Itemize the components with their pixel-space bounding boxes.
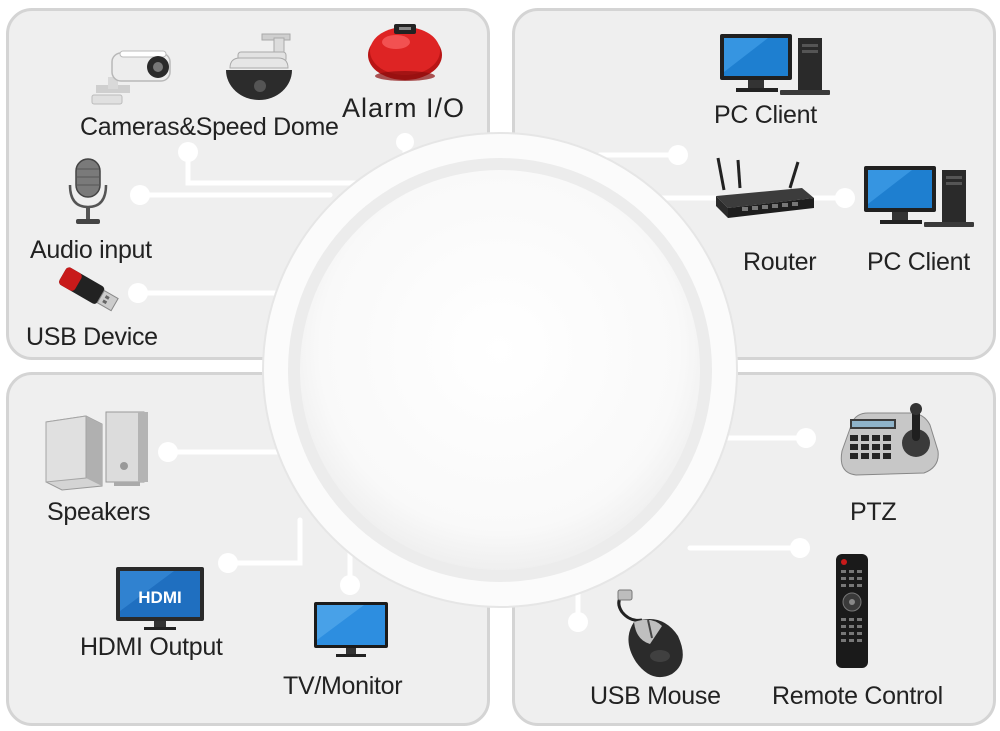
usb-stick-icon xyxy=(59,267,119,312)
speed-dome-icon xyxy=(226,33,292,100)
router-icon xyxy=(716,157,814,218)
microphone-icon xyxy=(68,158,108,224)
label-ptz: PTZ xyxy=(850,498,897,526)
speakers-icon xyxy=(45,411,148,491)
label-remote-control: Remote Control xyxy=(772,682,943,710)
label-audio-input: Audio input xyxy=(30,236,152,264)
label-speakers: Speakers xyxy=(47,498,151,526)
tv-monitor-icon xyxy=(314,602,388,657)
alarm-bell-icon xyxy=(368,24,442,81)
usb-mouse-icon xyxy=(617,589,683,678)
bullet-camera-icon xyxy=(91,50,171,105)
hdmi-output-icon: HDMI xyxy=(116,567,204,630)
label-usb-mouse: USB Mouse xyxy=(590,682,721,710)
label-cameras: Cameras&Speed Dome xyxy=(80,113,339,141)
label-usb-device: USB Device xyxy=(26,323,158,351)
label-router: Router xyxy=(743,248,817,276)
ptz-controller-icon xyxy=(840,403,939,476)
label-pc-client-right: PC Client xyxy=(867,248,970,276)
remote-control-icon xyxy=(836,554,868,668)
hdmi-logo-text: HDMI xyxy=(138,588,181,607)
label-hdmi-output: HDMI Output xyxy=(80,633,223,661)
label-tv-monitor: TV/Monitor xyxy=(283,672,403,700)
pc-client-top-icon xyxy=(720,34,830,95)
label-pc-client-top: PC Client xyxy=(714,101,817,129)
label-alarm: Alarm I/O xyxy=(342,93,466,123)
pc-client-right-icon xyxy=(864,166,974,227)
